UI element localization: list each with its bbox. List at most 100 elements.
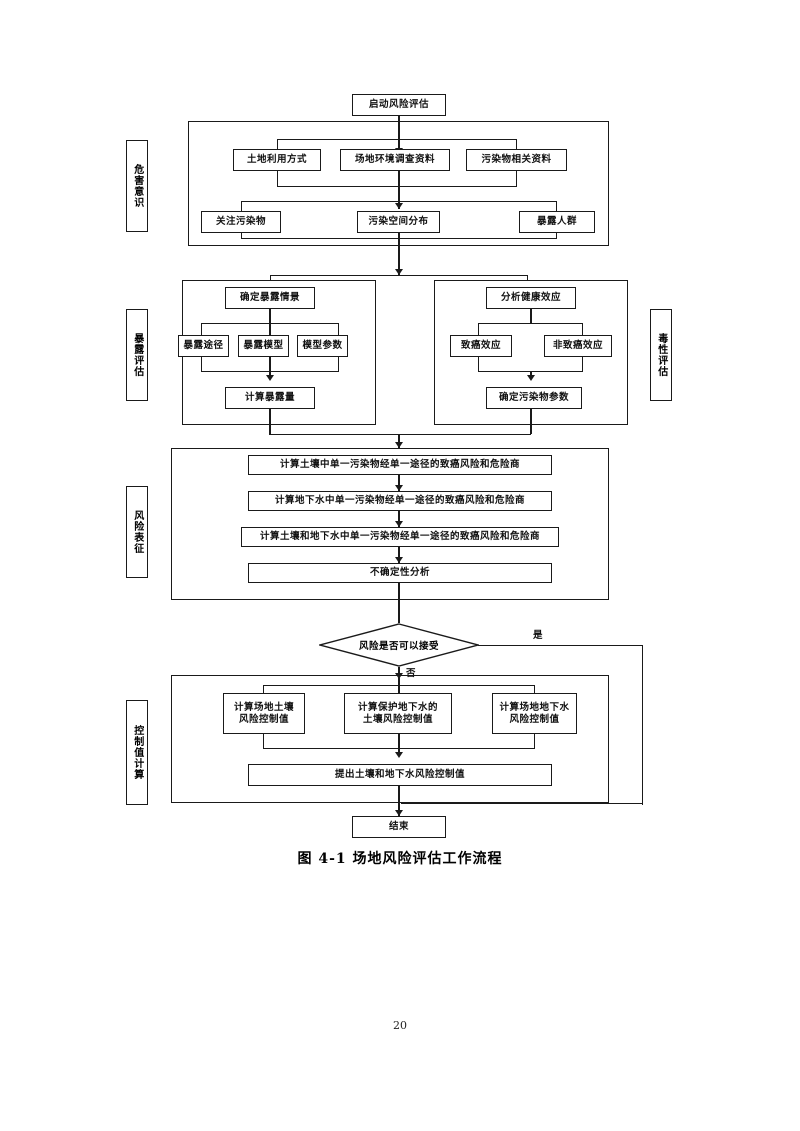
bus-toxicity-bottom-right-rise (582, 357, 584, 371)
arrow-to-pollutant-parameters (527, 375, 535, 381)
page-number: 20 (393, 1019, 407, 1032)
bus-split-exposure-toxicity (270, 275, 528, 277)
arrow-to-row2 (395, 203, 403, 209)
bus-row1-bottom-right-rise (516, 171, 518, 186)
bus-toxicity-top (478, 323, 583, 325)
bus-control-bottom-right-rise (534, 734, 536, 748)
decision-risk-acceptable: 风险是否可以接受 (319, 623, 479, 667)
connector-risk-to-decision (398, 583, 400, 623)
arrow-hazard-to-stage2 (395, 269, 403, 275)
bus-row2-top-left-drop (241, 201, 243, 211)
node-pollution-spatial-distribution: 污染空间分布 (357, 211, 440, 233)
node-site-survey-data: 场地环境调查资料 (340, 149, 450, 171)
bus-row1-bottom-left-rise (277, 171, 279, 186)
node-site-groundwater-control-value: 计算场地地下水 风险控制值 (492, 693, 577, 734)
bus-row2-top-right-drop (556, 201, 558, 211)
node-site-groundwater-control-value-label: 计算场地地下水 风险控制值 (499, 701, 570, 725)
bus-toxicity-bottom-left-rise (478, 357, 480, 371)
spine-hazard-upper (398, 139, 400, 149)
node-site-soil-control-value-label: 计算场地土壤 风险控制值 (233, 701, 294, 725)
node-analyze-health-effects: 分析健康效应 (486, 287, 576, 309)
bus-row1-top-right-drop (516, 139, 518, 149)
node-start: 启动风险评估 (352, 94, 446, 116)
bus-control-bottom-left-rise (263, 734, 265, 748)
decision-label: 风险是否可以接受 (358, 641, 439, 652)
spine-hazard-lower (398, 233, 400, 238)
node-exposure-model: 暴露模型 (238, 335, 289, 357)
spine-hazard-mid (398, 171, 400, 209)
spine-exposure-head (269, 309, 271, 323)
bus-row1-top (277, 139, 517, 141)
bus-row2-bottom-right-rise (556, 233, 558, 238)
arrow-to-proposed-control-values (395, 752, 403, 758)
spine-merge-to-risk (398, 434, 400, 448)
node-proposed-soil-groundwater-control-values: 提出土壤和地下水风险控制值 (248, 764, 552, 786)
connector-start-to-hazard (398, 116, 400, 154)
spine-exposure-tail (269, 357, 271, 379)
bus-exposure-top-right-drop (338, 323, 340, 335)
node-groundwater-single-pollutant-risk: 计算地下水中单一污染物经单一途径的致癌风险和危险商 (248, 491, 552, 511)
branch-yes-label: 是 (533, 630, 544, 641)
bus-control-top-right-drop (534, 685, 536, 693)
bus-row2-bottom-left-rise (241, 233, 243, 238)
figure-caption: 图 4-1 场地风险评估工作流程 (297, 851, 503, 867)
node-exposure-pathway: 暴露途径 (178, 335, 229, 357)
arrow-to-exposure-dose (266, 375, 274, 381)
stage-label-hazard-awareness: 危害意识 (126, 140, 148, 232)
stage-label-control-value-calculation: 控制值计算 (126, 700, 148, 805)
drop-to-exposure (270, 275, 272, 280)
bus-control-top-left-drop (263, 685, 265, 693)
stage-label-risk-characterization: 风险表征 (126, 486, 148, 578)
drop-to-toxicity (527, 275, 529, 280)
node-uncertainty-analysis: 不确定性分析 (248, 563, 552, 583)
node-carcinogenic-effect: 致癌效应 (450, 335, 512, 357)
arrow-to-end (395, 810, 403, 816)
arrow-risk-step2-step3 (395, 521, 403, 527)
node-target-pollutants: 关注污染物 (201, 211, 281, 233)
bus-exposure-bottom-right-rise (338, 357, 340, 371)
node-end: 结束 (352, 816, 446, 838)
node-site-soil-control-value: 计算场地土壤 风险控制值 (223, 693, 305, 734)
connector-risk-step3-step4 (398, 547, 400, 563)
arrow-risk-step1-step2 (395, 485, 403, 491)
node-define-exposure-scenario: 确定暴露情景 (225, 287, 315, 309)
connector-toxicity-exit (530, 409, 532, 434)
node-pollutant-data: 污染物相关资料 (466, 149, 567, 171)
bus-row1-bottom (277, 186, 517, 188)
branch-yes-return (401, 803, 643, 805)
bus-toxicity-top-left-drop (478, 323, 480, 335)
node-protect-groundwater-soil-control-value: 计算保护地下水的 土壤风险控制值 (344, 693, 452, 734)
arrow-risk-step3-step4 (395, 557, 403, 563)
node-model-parameters: 模型参数 (297, 335, 348, 357)
group-risk-characterization (171, 448, 609, 600)
node-calculate-exposure-dose: 计算暴露量 (225, 387, 315, 409)
node-land-use: 土地利用方式 (233, 149, 321, 171)
connector-exposure-exit (269, 409, 271, 434)
branch-yes-vertical (642, 644, 644, 805)
arrow-branch-no (395, 673, 403, 679)
node-determine-pollutant-parameters: 确定污染物参数 (486, 387, 582, 409)
node-soil-and-groundwater-risk: 计算土壤和地下水中单一污染物经单一途径的致癌风险和危险商 (241, 527, 559, 547)
spine-control-top (398, 685, 400, 693)
node-protect-groundwater-soil-control-value-label: 计算保护地下水的 土壤风险控制值 (357, 701, 438, 725)
connector-hazard-to-stage2 (398, 238, 400, 275)
stage-label-toxicity-assessment: 毒性评估 (650, 309, 672, 401)
spine-exposure-mid (269, 323, 271, 335)
bus-toxicity-top-right-drop (582, 323, 584, 335)
bus-merge-to-risk (269, 434, 532, 436)
node-exposed-population: 暴露人群 (519, 211, 595, 233)
group-control-value-calculation (171, 675, 609, 803)
node-non-carcinogenic-effect: 非致癌效应 (544, 335, 612, 357)
connector-risk-step2-step3 (398, 511, 400, 527)
arrow-merge-to-risk (395, 442, 403, 448)
spine-control-bottom (398, 734, 400, 756)
branch-yes-horizontal (478, 644, 643, 646)
spine-toxicity-head (530, 309, 532, 323)
bus-exposure-top-left-drop (201, 323, 203, 335)
bus-row1-top-left-drop (277, 139, 279, 149)
node-soil-single-pollutant-risk: 计算土壤中单一污染物经单一途径的致癌风险和危险商 (248, 455, 552, 475)
branch-no-label: 否 (406, 668, 417, 679)
connector-risk-step1-step2 (398, 475, 400, 491)
bus-exposure-bottom-left-rise (201, 357, 203, 371)
